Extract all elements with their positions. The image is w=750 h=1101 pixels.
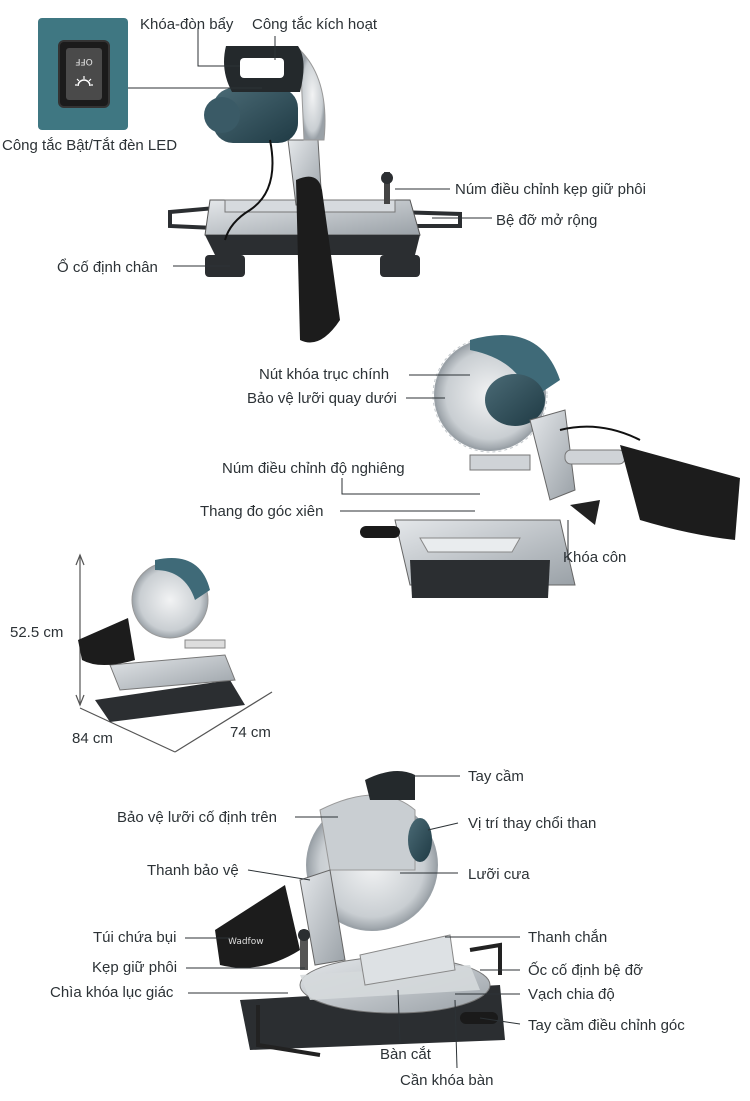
label-lever-lock: Khóa-đòn bẩy: [140, 16, 234, 33]
dimension-depth: 84 cm: [72, 730, 113, 747]
label-workpiece-clamp-knob: Núm điều chỉnh kẹp giữ phôi: [455, 181, 646, 198]
label-table: Bàn cắt: [380, 1046, 431, 1063]
label-hex-key: Chìa khóa lục giác: [50, 984, 174, 1001]
label-scale-marks: Vạch chia độ: [528, 986, 615, 1003]
led-switch-inset: OFF: [38, 18, 128, 130]
label-table-lock: Cần khóa bàn: [400, 1072, 494, 1089]
leader-lines: [126, 28, 569, 1069]
label-guard-bar: Thanh bảo vệ: [147, 862, 239, 879]
saw-perspective-view: Wadfow: [215, 771, 505, 1057]
led-switch-key: OFF: [66, 48, 102, 100]
dimension-width: 74 cm: [230, 724, 271, 741]
label-foot-lock: Ổ cố định chân: [57, 259, 158, 276]
label-tilt-knob: Núm điều chỉnh độ nghiêng: [222, 460, 405, 477]
label-fence: Thanh chắn: [528, 929, 608, 946]
label-extension-support: Bệ đỡ mở rộng: [496, 212, 598, 229]
label-saw-blade: Lưỡi cưa: [468, 866, 530, 883]
switch-off-text: OFF: [75, 56, 93, 66]
label-handle: Tay cầm: [468, 768, 524, 785]
saw-front-view: [168, 46, 462, 343]
label-carbon-brush: Vị trí thay chổi than: [468, 815, 597, 832]
dimension-height: 52.5 cm: [10, 624, 64, 641]
saw-dimension-view: [75, 553, 273, 753]
led-switch[interactable]: OFF: [58, 40, 110, 108]
label-bevel-scale: Thang đo góc xiên: [200, 503, 324, 520]
saw-side-view: [360, 335, 740, 598]
label-dust-bag: Túi chứa bụi: [93, 929, 177, 946]
label-base-screw: Ốc cố định bệ đỡ: [528, 962, 643, 979]
label-angle-handle: Tay cầm điều chỉnh góc: [528, 1017, 685, 1034]
label-bevel-lock: Khóa côn: [563, 549, 627, 566]
label-led-switch: Công tắc Bật/Tắt đèn LED: [2, 137, 178, 154]
label-lower-guard: Bảo vệ lưỡi quay dưới: [247, 390, 397, 407]
lamp-icon: [75, 76, 93, 87]
label-workpiece-clamp: Kẹp giữ phôi: [92, 959, 178, 976]
label-trigger-switch: Công tắc kích hoạt: [252, 16, 378, 33]
label-upper-guard: Bảo vệ lưỡi cố định trên: [117, 809, 277, 826]
brand-mark-text: Wadfow: [228, 937, 264, 947]
label-spindle-lock: Nút khóa trục chính: [259, 366, 390, 383]
